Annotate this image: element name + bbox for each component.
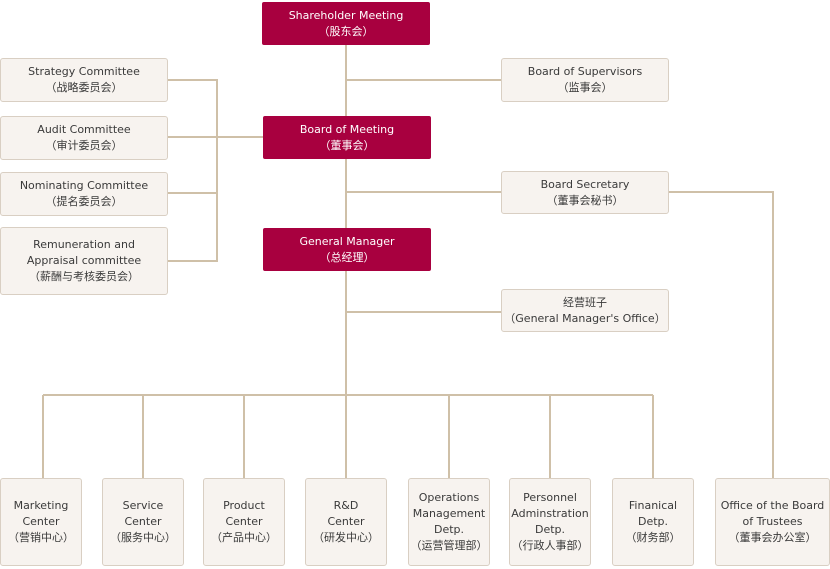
node-label: Management: [412, 507, 486, 520]
node-label-cn: （董事会）: [319, 138, 375, 152]
node-label: of Trustees: [742, 515, 803, 528]
node-label: Service: [122, 499, 164, 512]
node-label-cn: （营销中心）: [8, 531, 74, 544]
node-label-cn: （产品中心）: [211, 531, 277, 544]
office-of-board-of-trustees-box: Office of the Board of Trustees （董事会办公室）: [715, 478, 830, 566]
node-label: Center: [22, 515, 60, 528]
node-label: Adminstration: [511, 507, 589, 520]
node-label: Board Secretary: [540, 177, 630, 191]
node-label-cn: （提名委员会）: [45, 195, 123, 208]
node-label-cn: （薪酬与考核委员会）: [29, 270, 139, 283]
node-label: Center: [225, 515, 263, 528]
node-label: Audit Committee: [37, 123, 131, 136]
remuneration-committee-box: Remuneration and Appraisal committee （薪酬…: [0, 227, 168, 295]
node-label-cn: （监事会）: [557, 81, 613, 94]
general-managers-office-box: 经营班子 （General Manager's Office）: [501, 289, 669, 332]
node-label: Remuneration and: [33, 238, 135, 251]
board-secretary-box: Board Secretary （董事会秘书）: [501, 171, 669, 214]
node-label: Office of the Board: [720, 499, 825, 512]
node-label-cn: （研发中心）: [313, 531, 379, 544]
node-label: （General Manager's Office）: [504, 311, 666, 325]
service-center-box: Service Center （服务中心）: [102, 478, 184, 566]
node-label: Center: [327, 515, 365, 528]
nominating-committee-box: Nominating Committee （提名委员会）: [0, 172, 168, 216]
general-manager-box: General Manager （总经理）: [263, 228, 431, 271]
node-label-cn: （董事会办公室）: [728, 531, 817, 544]
node-label-cn: （董事会秘书）: [546, 193, 624, 207]
node-label: Strategy Committee: [28, 65, 140, 78]
audit-committee-box: Audit Committee （审计委员会）: [0, 116, 168, 160]
shareholder-meeting-box: Shareholder Meeting （股东会）: [262, 2, 430, 45]
node-label: Detp.: [433, 523, 465, 536]
node-label: Marketing: [13, 499, 69, 512]
board-of-supervisors-box: Board of Supervisors （监事会）: [501, 58, 669, 102]
operations-management-box: Operations Management Detp. （运营管理部）: [408, 478, 490, 566]
node-label-cn: （战略委员会）: [45, 81, 123, 94]
node-label-cn: 经营班子: [563, 295, 607, 309]
node-label: R&D: [333, 499, 359, 512]
node-label: Operations: [418, 491, 480, 504]
node-label-cn: （运营管理部）: [410, 539, 488, 552]
node-label: Board of Meeting: [299, 122, 395, 136]
product-center-box: Product Center （产品中心）: [203, 478, 285, 566]
node-label-cn: （行政人事部）: [511, 539, 589, 552]
marketing-center-box: Marketing Center （营销中心）: [0, 478, 82, 566]
personnel-administration-box: Personnel Adminstration Detp. （行政人事部）: [509, 478, 591, 566]
node-label: Center: [124, 515, 162, 528]
node-label-cn: （审计委员会）: [45, 139, 123, 152]
node-label: Personnel: [523, 491, 577, 504]
node-label: General Manager: [299, 234, 395, 248]
node-label: Nominating Committee: [19, 179, 149, 192]
financial-dept-box: Finanical Detp. （财务部）: [612, 478, 694, 566]
strategy-committee-box: Strategy Committee （战略委员会）: [0, 58, 168, 102]
node-label: Product: [223, 499, 265, 512]
node-label: Shareholder Meeting: [288, 8, 404, 22]
node-label: Finanical: [628, 499, 678, 512]
node-label-cn: （股东会）: [318, 24, 374, 38]
rd-center-box: R&D Center （研发中心）: [305, 478, 387, 566]
node-label-cn: （总经理）: [319, 250, 375, 264]
node-label: Detp.: [534, 523, 566, 536]
node-label-cn: （财务部）: [625, 531, 681, 544]
node-label: Board of Supervisors: [527, 65, 643, 78]
board-of-meeting-box: Board of Meeting （董事会）: [263, 116, 431, 159]
node-label-cn: （服务中心）: [110, 531, 176, 544]
node-label: Detp.: [637, 515, 669, 528]
node-label: Appraisal committee: [26, 254, 142, 267]
